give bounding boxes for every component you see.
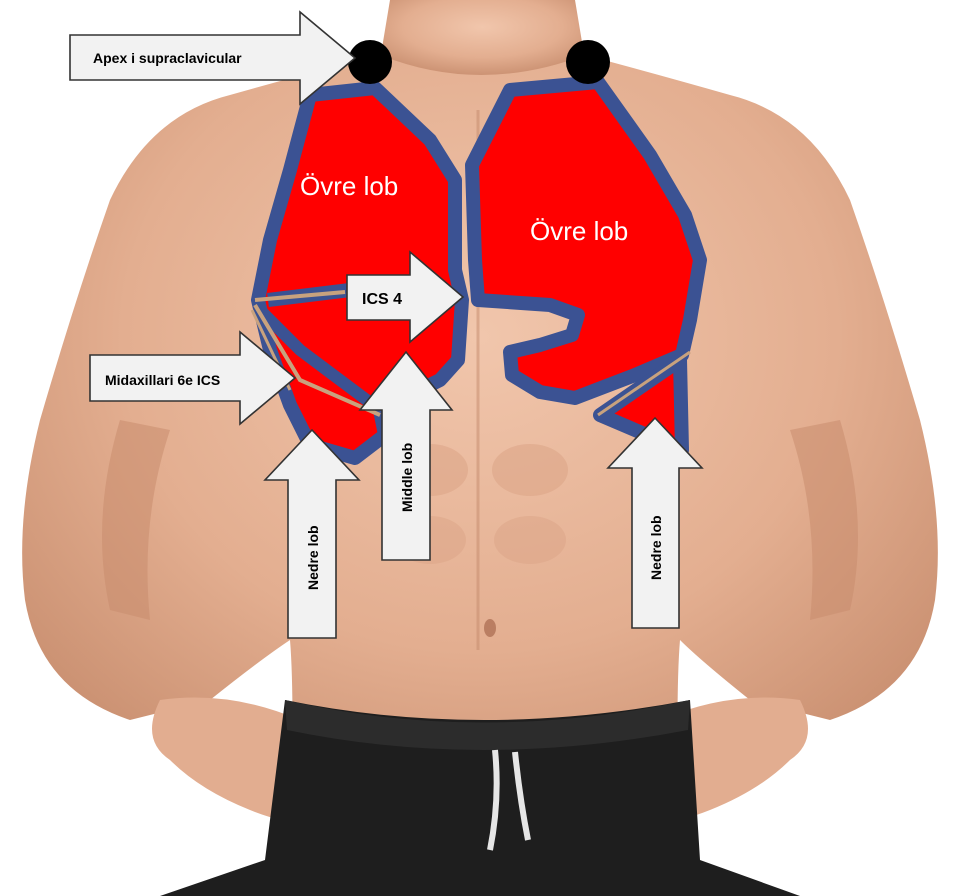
upper-lobe-left-label: Övre lob — [530, 216, 628, 246]
middle-lobe-label: Middle lob — [399, 443, 415, 512]
ics4-label: ICS 4 — [362, 291, 402, 308]
apex-arrow: Apex i supraclavicular — [70, 12, 355, 104]
landmark-dot-left — [566, 40, 610, 84]
midaxillary-label: Midaxillari 6e ICS — [105, 372, 220, 388]
apex-label: Apex i supraclavicular — [93, 50, 242, 66]
lower-lobe-left-label: Nedre lob — [648, 515, 664, 580]
landmark-dot-right — [348, 40, 392, 84]
lower-lobe-right-label: Nedre lob — [305, 525, 321, 590]
upper-lobe-right-label: Övre lob — [300, 171, 398, 201]
